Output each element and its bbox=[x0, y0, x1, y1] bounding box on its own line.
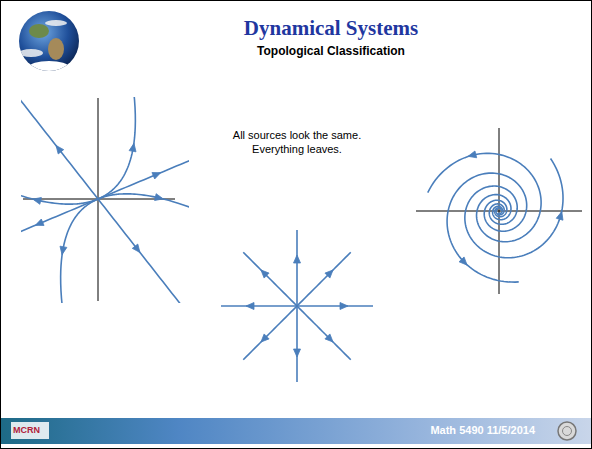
axis-line bbox=[499, 128, 500, 294]
slide-title: Dynamical Systems bbox=[244, 16, 418, 41]
trajectory bbox=[465, 158, 563, 257]
arrowhead bbox=[129, 143, 136, 151]
trajectory bbox=[98, 199, 189, 303]
trajectory bbox=[297, 306, 351, 360]
star-portrait bbox=[221, 230, 373, 382]
arrowhead bbox=[132, 244, 140, 252]
seal-logo bbox=[558, 422, 576, 440]
arrowhead bbox=[152, 173, 161, 179]
trajectory bbox=[297, 305, 373, 307]
arrowhead bbox=[325, 334, 333, 342]
earth-land bbox=[48, 38, 64, 60]
trajectory bbox=[428, 153, 541, 241]
seal-ring bbox=[563, 427, 572, 436]
arrowhead bbox=[246, 303, 254, 310]
trajectory bbox=[21, 97, 98, 199]
trajectory bbox=[243, 252, 297, 306]
earth-ice bbox=[29, 61, 69, 73]
trajectory bbox=[243, 306, 297, 360]
trajectory bbox=[296, 230, 298, 306]
arrowhead bbox=[294, 349, 301, 357]
arrowhead bbox=[556, 212, 563, 221]
arrowhead bbox=[468, 151, 477, 158]
trajectory bbox=[98, 194, 189, 303]
arrowhead bbox=[56, 146, 64, 154]
trajectory bbox=[61, 199, 126, 303]
slide-note: All sources look the same. Everything le… bbox=[215, 129, 380, 157]
arrowhead bbox=[33, 197, 42, 204]
trajectory bbox=[221, 305, 297, 307]
arrowhead bbox=[294, 255, 301, 263]
logo-text: MCRN bbox=[13, 425, 40, 436]
node-portrait bbox=[21, 97, 189, 303]
trajectory bbox=[297, 252, 351, 306]
earth-cloud bbox=[45, 20, 67, 26]
trajectory bbox=[21, 97, 98, 204]
trajectory bbox=[447, 173, 527, 282]
slide-subtitle: Topological Classification bbox=[257, 44, 405, 59]
arrowhead bbox=[340, 303, 348, 310]
arrowhead bbox=[60, 246, 67, 254]
arrowhead bbox=[325, 270, 333, 278]
trajectory bbox=[21, 199, 98, 257]
logo-ground bbox=[11, 422, 49, 439]
footer-text: Math 5490 11/5/2014 bbox=[430, 424, 535, 438]
axes bbox=[23, 98, 582, 301]
arrowhead bbox=[459, 257, 467, 265]
arrowhead bbox=[35, 219, 44, 225]
arrowhead bbox=[261, 270, 269, 278]
trajectory bbox=[296, 306, 298, 382]
earth-land bbox=[29, 24, 49, 38]
trajectory bbox=[70, 97, 135, 199]
earth-icon bbox=[19, 11, 79, 73]
seal-ring bbox=[558, 422, 576, 440]
arrowhead bbox=[261, 334, 269, 342]
arrowhead bbox=[155, 194, 164, 201]
spiral-portrait bbox=[428, 151, 563, 282]
earth-cloud bbox=[19, 49, 43, 57]
